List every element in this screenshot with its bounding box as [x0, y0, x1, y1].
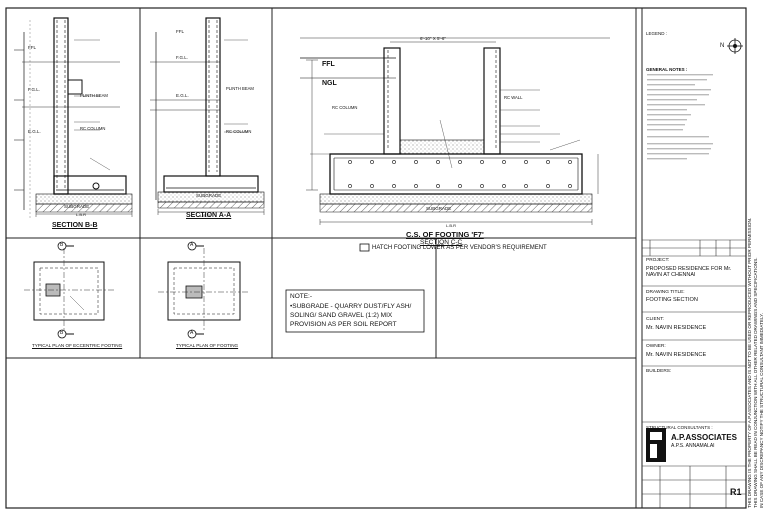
- plinth-beam-bb-label: PLINTH BEAM: [80, 93, 108, 98]
- section-bb-drawing: [14, 17, 133, 220]
- rc-column-bb-label: RC COLUMN: [80, 126, 106, 131]
- cs-footing-title: C.S. OF FOOTING 'F7': [406, 230, 484, 239]
- side-text-3: IN CASE OF ANY DISCREPANCY NOTIFY THE ST…: [759, 313, 764, 508]
- section-aa-drawing: [150, 17, 265, 215]
- owner-value: Mr. NAVIN RESIDENCE: [646, 352, 707, 358]
- firm-logo-icon: [646, 428, 666, 462]
- hatch-note: HATCH FOOTING LOWER AS PER VENDOR'S REQU…: [372, 245, 547, 251]
- ffl-bb-label: FFL: [28, 45, 37, 50]
- consultants-label: STRUCTURAL CONSULTANTS :: [646, 425, 713, 430]
- lbr-cc-label: L.B.R: [446, 223, 457, 228]
- drawing-title-value: FOOTING SECTION: [646, 297, 698, 303]
- lbr-aa-label: L.B.R: [200, 213, 211, 218]
- plan-eccentric-drawing: [24, 241, 116, 339]
- project-value: PROPOSED RESIDENCE FOR Mr. NAVIN AT CHEN…: [646, 266, 732, 279]
- subgrade-aa-label: SUBGRADE: [196, 193, 222, 198]
- rc-column-cc-label: RC COLUMN: [332, 105, 358, 110]
- side-text-1: THIS DRAWING IS THE PROPERTY OF A.P.ASSO…: [747, 217, 752, 508]
- owner-label: OWNER:: [646, 344, 666, 349]
- drawing-title-label: DRAWING TITLE:: [646, 290, 685, 295]
- grid-b-top: B: [60, 242, 64, 248]
- revision-value: R1: [730, 487, 742, 497]
- plan-typical-title: TYPICAL PLAN OF FOOTING: [176, 343, 239, 348]
- section-bb-title: SECTION B-B: [52, 222, 98, 229]
- lbr-bb-label: L.B.R: [76, 212, 87, 217]
- note-line-2: SOLING/ SAND GRAVEL (1:2) MIX: [290, 312, 393, 319]
- client-value: Mr. NAVIN RESIDENCE: [646, 325, 707, 331]
- grid-a-top: A: [190, 242, 194, 248]
- fgl-aa-label: F.G.L.: [176, 55, 189, 60]
- ffl-aa-label: FFL: [176, 29, 185, 34]
- egl-aa-label: E.G.L.: [176, 93, 189, 98]
- plinth-beam-aa-label: PLINTH BEAM: [226, 86, 254, 91]
- north-label: N: [720, 43, 725, 49]
- rc-column-aa-label: RC COLUMN: [226, 129, 252, 134]
- ffl-label: FFL: [322, 61, 335, 68]
- legend-label: LEGEND :: [646, 31, 668, 36]
- firm-name: A.P.ASSOCIATES: [671, 433, 737, 442]
- notes-placeholder-lines: [647, 74, 713, 160]
- section-aa-title: SECTION A-A: [186, 212, 232, 219]
- plan-eccentric-title: TYPICAL PLAN OF ECCENTRIC FOOTING: [32, 343, 123, 348]
- rc-wall-cc-label: RC WALL: [504, 95, 523, 100]
- note-line-3: PROVISION AS PER SOIL REPORT: [290, 321, 397, 328]
- section-cc-drawing: [300, 37, 610, 252]
- builders-label: BUILDERS:: [646, 369, 672, 374]
- project-label: PROJECT:: [646, 258, 670, 263]
- subgrade-bb-label: SUBGRADE: [64, 204, 90, 209]
- side-text-2: THIS DRAWING SHALL BE READ IN CONJUNCTIO…: [753, 257, 758, 508]
- general-notes-label: GENERAL NOTES :: [646, 67, 688, 72]
- ngl-label: NGL: [322, 80, 337, 87]
- fgl-bb-label: F.G.L.: [28, 87, 41, 92]
- title-block-lines: [642, 239, 746, 508]
- plan-typical-drawing: [158, 241, 250, 339]
- egl-bb-label: E.G.L.: [28, 129, 41, 134]
- note-line-1: •SUBGRADE - QUARRY DUST/FLY ASH/: [290, 303, 412, 310]
- section-cc-title: SECTION C-C: [420, 239, 463, 246]
- subgrade-cc-label: SUBGRADE: [426, 206, 452, 211]
- grid-a-bottom: A: [190, 330, 194, 336]
- grid-b-bottom: B: [60, 330, 64, 336]
- top-dimension: 6'-10" X 5'-6": [420, 36, 446, 41]
- note-heading: NOTE:-: [290, 293, 313, 300]
- client-label: CLIENT:: [646, 317, 664, 322]
- north-arrow-icon: [727, 38, 743, 54]
- firm-person: A.P.S. ANNAMALAI: [671, 443, 715, 449]
